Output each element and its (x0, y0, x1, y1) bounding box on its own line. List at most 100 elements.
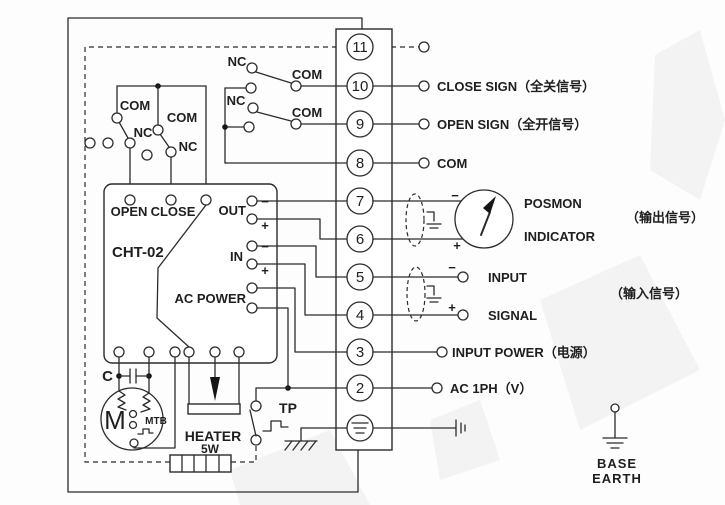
cht02-pot-wiper-terminal (209, 346, 221, 358)
terminal-8-number: 8 (356, 155, 364, 172)
input-minus-point (457, 271, 469, 283)
cht02-open-terminal (124, 194, 136, 206)
meter-needle (483, 196, 496, 214)
motor-mtb-label: MTB (145, 416, 167, 427)
aux-nc-top-contact (246, 62, 258, 74)
cht02-in-minus-terminal (246, 240, 258, 252)
earth-label: EARTH (592, 471, 642, 486)
enclosure-outline (67, 17, 363, 493)
signal-switches: NC COM NC COM (222, 54, 348, 164)
input-signal-label: （输入信号） (610, 286, 688, 301)
cht02-motor-terminal-2 (143, 346, 155, 358)
terminal-11-circle (346, 33, 374, 61)
close-sign-label: CLOSE SIGN（全关信号） (437, 79, 595, 94)
internal-boundary-dashed (84, 46, 419, 463)
cam-no-left-contact (102, 137, 114, 149)
close-sign-point (418, 80, 430, 92)
terminal-7-number: 7 (356, 193, 364, 210)
aux-no-bottom-contact (243, 121, 255, 133)
terminal-5-number: 5 (356, 269, 364, 286)
cam-com-right-contact (152, 124, 164, 136)
meter-plus-sign: + (453, 238, 461, 253)
terminal-3-number: 3 (356, 344, 364, 361)
terminal-4-number: 4 (356, 307, 364, 324)
cht02-model: CHT-02 (112, 244, 164, 261)
thermal-protector: TP (249, 387, 297, 446)
feedback-potentiometer (187, 356, 241, 415)
posmon-label: POSMON (524, 196, 582, 211)
cht02-pot-terminal-2 (233, 346, 245, 358)
cht02-out-plus-sign: + (261, 218, 269, 233)
cam-limit-switches: COM COM NC NC (84, 83, 207, 196)
terminal-10-number: 10 (352, 78, 369, 95)
aux-com-top-label: COM (292, 67, 322, 82)
terminal-6-number: 6 (356, 231, 364, 248)
cht02-out-minus-sign: − (261, 194, 269, 209)
cam-nc-left-label: NC (134, 125, 153, 140)
com-point (418, 157, 430, 169)
cht02-common-terminal (200, 194, 212, 206)
capacitor-label: C (102, 368, 113, 385)
tp-top-contact (250, 400, 262, 412)
tp-label: TP (279, 400, 297, 416)
indicator-label: INDICATOR (524, 229, 596, 244)
ac-1ph-point (431, 382, 443, 394)
cam-nc-right-label: NC (179, 139, 198, 154)
aux-nc-bottom-label: NC (227, 93, 246, 108)
motor-circuit: C M MTB (100, 356, 176, 451)
cam-nc-left-contact (124, 137, 136, 149)
heater-label: HEATER (185, 428, 242, 444)
cht02-in-plus-terminal (246, 258, 258, 270)
chassis-ground (284, 427, 348, 451)
cam-no-right-contact (141, 149, 153, 161)
shield-symbols (405, 193, 442, 322)
cam-com-left-label: COM (120, 98, 150, 113)
meter-minus-sign: − (451, 188, 459, 203)
heater-rating: 5W (201, 442, 220, 456)
open-sign-point (418, 118, 430, 130)
aux-nc-bottom-contact (247, 102, 259, 114)
input-plus-sign: + (448, 300, 456, 315)
cht02-ac-power-label: AC POWER (175, 291, 247, 306)
meter-dial (454, 189, 514, 249)
annotations: CLOSE SIGN（全关信号） OPEN SIGN（全开信号） COM POS… (437, 79, 704, 396)
shield-ellipse-input (406, 266, 426, 322)
terminal-11-external-point (418, 41, 430, 53)
input-plus-point (457, 309, 469, 321)
cht02-open-label: OPEN (111, 204, 148, 219)
watermark (230, 30, 725, 505)
ac-1ph-label: AC 1PH（V） (450, 381, 532, 396)
external-connections (372, 41, 469, 437)
output-signal-label: （输出信号） (626, 210, 704, 225)
com-label: COM (437, 156, 467, 171)
aux-com-bottom-label: COM (292, 105, 322, 120)
base-earth-point (610, 403, 620, 413)
input-minus-sign: − (448, 260, 456, 275)
input-label: INPUT (488, 270, 527, 285)
aux-com-top-contact (290, 80, 302, 92)
motor-symbol: M (104, 405, 126, 435)
heater: HEATER 5W (169, 428, 242, 473)
cam-com-right-label: COM (167, 110, 197, 125)
earth-connector-glyph (455, 419, 466, 437)
cht02-close-terminal (165, 194, 177, 206)
cht02-ac-terminal-1 (246, 282, 258, 294)
cht02-in-plus-sign: + (261, 263, 269, 278)
open-sign-label: OPEN SIGN（全开信号） (437, 117, 587, 132)
base-label: BASE (597, 456, 637, 471)
aux-nc-top-label: NC (228, 54, 247, 69)
terminal-numbers: 11 10 9 8 7 6 5 4 3 2 (346, 33, 374, 442)
cht02-close-label: CLOSE (151, 204, 196, 219)
cht02-controller: OPEN CLOSE CHT-02 OUT − + IN − + AC POWE… (103, 183, 348, 391)
terminal-9-number: 9 (356, 116, 364, 133)
position-meter: − + (451, 188, 514, 253)
cht02-out-label: OUT (219, 203, 247, 218)
cht02-out-plus-terminal (246, 213, 258, 225)
cht02-in-minus-sign: − (261, 239, 269, 254)
motor-body (100, 387, 164, 451)
base-earth: BASE EARTH (592, 403, 642, 486)
input-power-label: INPUT POWER（电源） (452, 345, 596, 360)
cam-com-left-contact (111, 112, 123, 124)
cht02-pot-terminal-1 (183, 346, 195, 358)
